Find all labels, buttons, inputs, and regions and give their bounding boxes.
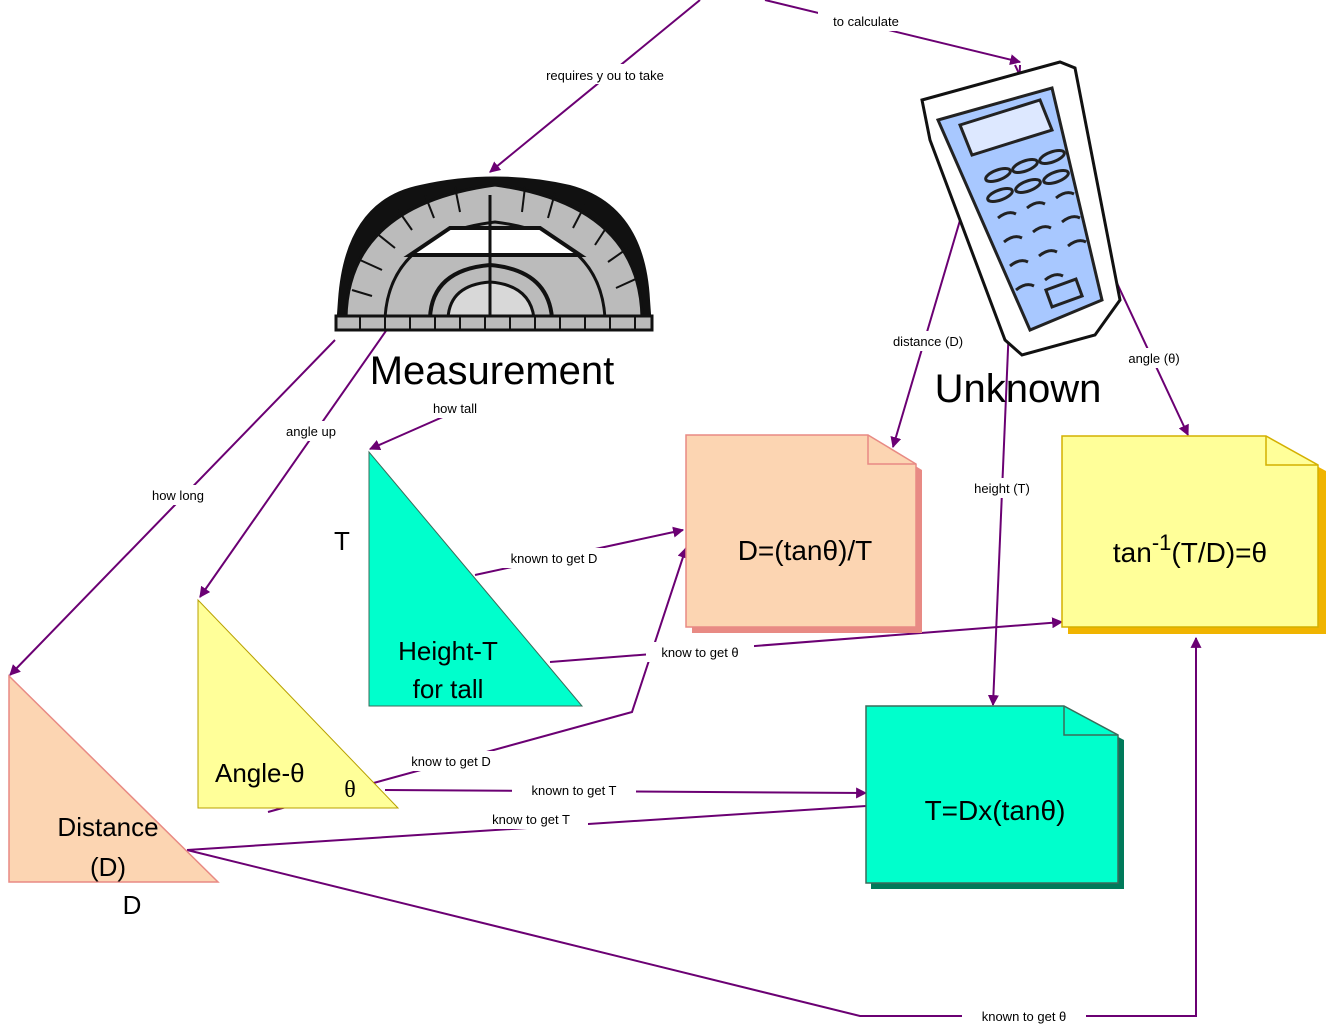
formula-t-note[interactable]: T=Dx(tanθ) [866, 706, 1124, 889]
angle-corner-label: θ [344, 777, 356, 803]
label-distance-d: distance (D) [893, 334, 963, 349]
label-to-calculate: to calculate [833, 14, 899, 29]
distance-title-1: Distance [57, 812, 158, 842]
label-angle-theta: angle (θ) [1128, 351, 1179, 366]
formula-theta-post: (T/D)=θ [1171, 537, 1267, 568]
calculator-icon [922, 62, 1120, 355]
label-know-get-theta: know to get θ [661, 645, 738, 660]
formula-d-note[interactable]: D=(tanθ)/T [686, 435, 922, 633]
height-title-2: for tall [413, 674, 484, 704]
formula-d-text: D=(tanθ)/T [738, 535, 873, 566]
label-known-get-theta: known to get θ [982, 1009, 1067, 1024]
protractor-icon [336, 177, 652, 331]
angle-node[interactable]: Angle-θ θ [198, 600, 398, 808]
label-know-get-d: know to get D [411, 754, 491, 769]
label-requires: requires y ou to take [546, 68, 664, 83]
height-title-1: Height-T [398, 636, 498, 666]
label-how-tall: how tall [433, 401, 477, 416]
edge-how-long [10, 340, 335, 675]
distance-bottom-label: D [123, 890, 142, 920]
formula-theta-sup: -1 [1152, 530, 1172, 555]
label-height-t: height (T) [974, 481, 1030, 496]
formula-theta-pre: tan [1113, 537, 1152, 568]
height-side-label: T [334, 526, 350, 556]
edge-requires [490, 0, 700, 172]
label-known-get-t: known to get T [531, 783, 616, 798]
formula-t-text: T=Dx(tanθ) [925, 795, 1066, 826]
distance-node[interactable]: Distance (D) [9, 676, 218, 882]
distance-title-2: (D) [90, 852, 126, 882]
label-how-long: how long [152, 488, 204, 503]
label-know-get-t: know to get T [492, 812, 570, 827]
measurement-title[interactable]: Measurement [370, 349, 615, 393]
height-node[interactable]: Height-T for tall [369, 452, 582, 706]
label-known-get-d: known to get D [511, 551, 598, 566]
angle-title: Angle-θ [215, 758, 305, 788]
label-angle-up: angle up [286, 424, 336, 439]
unknown-title[interactable]: Unknown [935, 367, 1102, 411]
formula-theta-note[interactable]: tan-1(T/D)=θ [1062, 436, 1326, 634]
